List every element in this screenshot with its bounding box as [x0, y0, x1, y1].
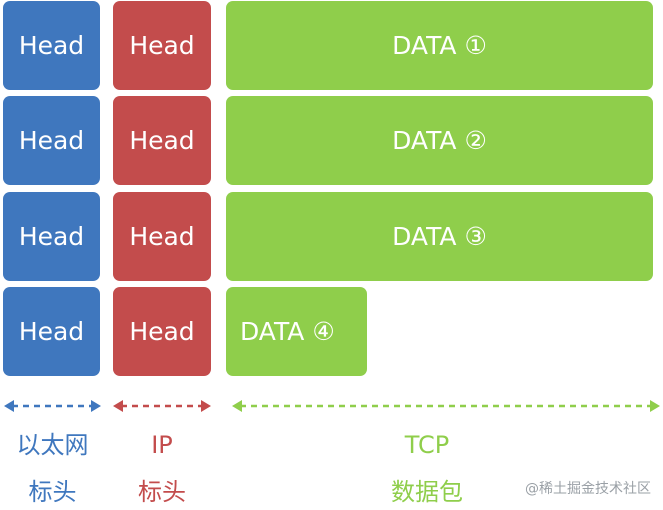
ip-head-block: Head — [113, 192, 211, 281]
ip-head-block: Head — [113, 96, 211, 185]
tcp-data-block: DATA ④ — [226, 287, 367, 376]
ethernet-span-arrow — [4, 400, 101, 412]
tcp-data-block: DATA ③ — [226, 192, 653, 281]
ethernet-head-block: Head — [3, 192, 100, 281]
tcp-data-block: DATA ① — [226, 1, 653, 90]
ethernet-label-line2: 标头 — [28, 478, 77, 506]
ip-label-line1: IP — [151, 431, 173, 459]
ethernet-head-block: Head — [3, 96, 100, 185]
ethernet-head-block: Head — [3, 1, 100, 90]
tcp-data-block: DATA ② — [226, 96, 653, 185]
ip-head-block: Head — [113, 1, 211, 90]
watermark: @稀土掘金技术社区 — [525, 481, 651, 497]
ethernet-head-block: Head — [3, 287, 100, 376]
tcp-span-arrow — [232, 400, 660, 412]
ethernet-label-line1: 以太网 — [16, 431, 89, 459]
tcp-label-line2: 数据包 — [391, 478, 463, 506]
ip-span-arrow — [113, 400, 211, 412]
ip-label-line2: 标头 — [138, 478, 186, 506]
ip-head-block: Head — [113, 287, 211, 376]
tcp-label-line1: TCP — [404, 431, 450, 459]
